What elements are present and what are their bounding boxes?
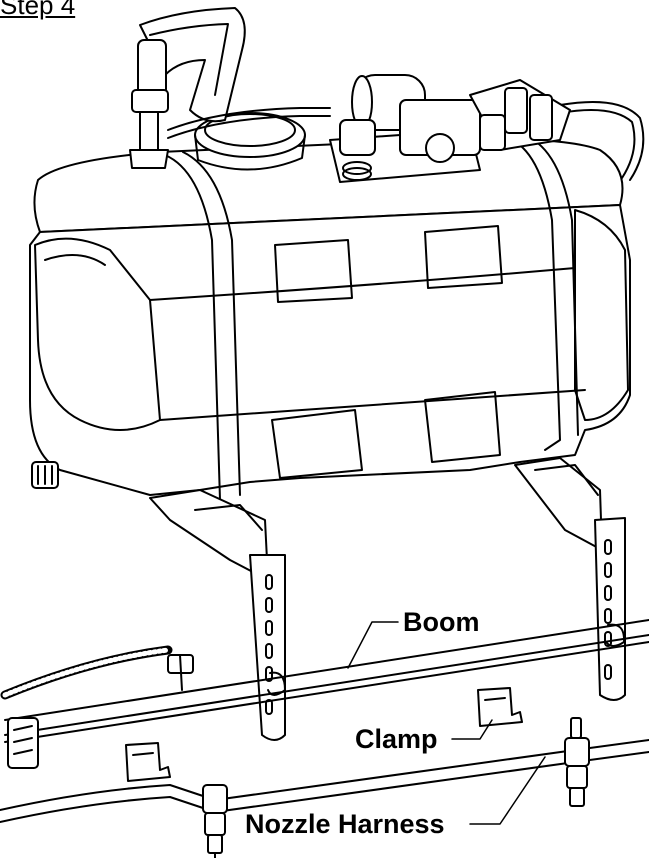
mount-bracket-left bbox=[149, 489, 286, 741]
nozzle-body-left bbox=[202, 784, 228, 858]
clamp-right bbox=[477, 687, 523, 727]
tank bbox=[29, 137, 631, 496]
boom-bar bbox=[4, 619, 649, 769]
nozzle-body-right bbox=[564, 717, 590, 807]
mount-bracket-right bbox=[514, 457, 626, 701]
pump bbox=[329, 74, 481, 183]
spray-gun bbox=[129, 7, 246, 169]
valve-manifold bbox=[469, 79, 571, 151]
boom-label: Boom bbox=[403, 607, 480, 637]
nozzle-harness-label: Nozzle Harness bbox=[245, 809, 445, 839]
callout-leaders bbox=[347, 621, 546, 825]
clamp-leader-line bbox=[451, 719, 493, 740]
boom-leader-line bbox=[347, 621, 399, 669]
hose bbox=[167, 100, 645, 181]
boom-spring bbox=[0, 645, 194, 700]
clamp-label: Clamp bbox=[355, 724, 438, 754]
nozzle-harness-leader-line bbox=[469, 756, 546, 825]
step-title: Step 4 bbox=[0, 0, 76, 20]
clamp-left bbox=[125, 742, 171, 782]
